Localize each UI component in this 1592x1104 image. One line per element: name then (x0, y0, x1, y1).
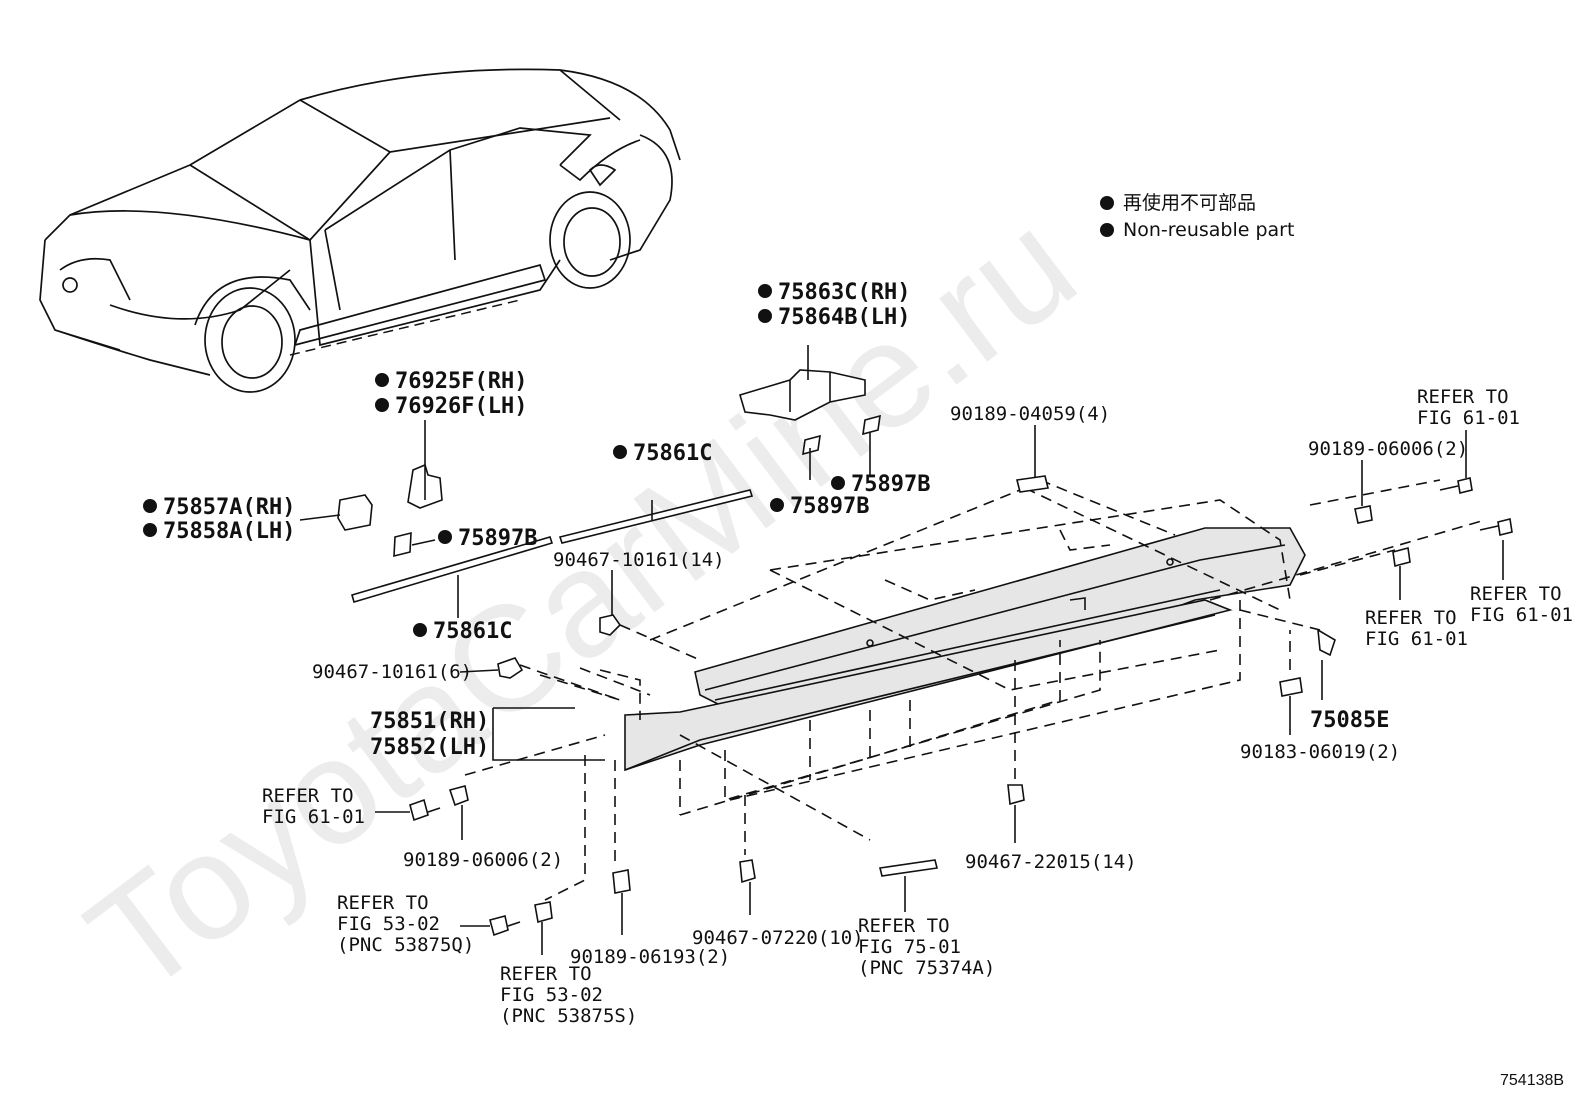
ref-3-line2: FIG 61-01 (1365, 628, 1468, 650)
legend-dot-icon (1100, 196, 1114, 210)
label-75851: 75851(RH) (370, 709, 489, 734)
label-75863c: 75863C(RH) (778, 280, 910, 305)
legend-en: Non-reusable part (1123, 219, 1294, 241)
ref-4-line1: REFER TO (262, 785, 354, 807)
label-75857a: 75857A(RH) (163, 495, 295, 520)
ref-1-line2: FIG 61-01 (1417, 407, 1520, 429)
label-76926f: 76926F(LH) (395, 394, 527, 419)
non-reusable-dot-icon (143, 499, 157, 513)
label-75897b-c: 75897B (458, 526, 537, 551)
ref-4-line2: FIG 61-01 (262, 806, 365, 828)
ref-6-line1: REFER TO (500, 963, 592, 985)
label-90467-07220: 90467-07220(10) (692, 927, 864, 949)
label-75858a: 75858A(LH) (163, 519, 295, 544)
label-75897b-a: 75897B (851, 472, 930, 497)
reference-labels: REFER TO FIG 61-01 REFER TO FIG 61-01 RE… (262, 386, 1573, 1027)
ref-5-line2: FIG 53-02 (337, 913, 440, 935)
rocker-panel (624, 527, 1306, 772)
ref-6-line3: (PNC 53875S) (500, 1005, 637, 1027)
ref-5-line3: (PNC 53875Q) (337, 934, 474, 956)
non-reusable-dot-icon (758, 309, 772, 323)
label-75864b: 75864B(LH) (778, 305, 910, 330)
small-parts (337, 369, 1513, 937)
part-labels: 75863C(RH) 75864B(LH) 76925F(RH) 76926F(… (143, 280, 1468, 968)
ref-2-line2: FIG 61-01 (1470, 604, 1573, 626)
label-90467-10161-6: 90467-10161(6) (312, 661, 472, 683)
label-90467-22015: 90467-22015(14) (965, 851, 1137, 873)
label-75861c-bottom: 75861C (433, 619, 512, 644)
label-90183-06019: 90183-06019(2) (1240, 741, 1400, 763)
ref-7-line1: REFER TO (858, 915, 950, 937)
non-reusable-dot-icon (438, 530, 452, 544)
ref-5-line1: REFER TO (337, 892, 429, 914)
ref-2-line1: REFER TO (1470, 583, 1562, 605)
label-75861c-top: 75861C (633, 441, 712, 466)
label-75897b-b: 75897B (790, 494, 869, 519)
ref-1-line1: REFER TO (1417, 386, 1509, 408)
label-90189-06006-right: 90189-06006(2) (1308, 438, 1468, 460)
non-reusable-dot-icon (758, 284, 772, 298)
ref-6-line2: FIG 53-02 (500, 984, 603, 1006)
label-76925f: 76925F(RH) (395, 369, 527, 394)
dashed-guides (464, 479, 1486, 901)
legend: 再使用不可部品 Non-reusable part (1100, 192, 1294, 241)
legend-jp: 再使用不可部品 (1123, 192, 1256, 214)
figure-id: 754138B (1500, 1072, 1564, 1089)
clip-90189-04059 (1016, 475, 1049, 493)
non-reusable-dot-icon (413, 623, 427, 637)
ref-3-line1: REFER TO (1365, 607, 1457, 629)
non-reusable-dot-icon (831, 476, 845, 490)
label-90467-10161-14: 90467-10161(14) (553, 549, 725, 571)
non-reusable-dot-icon (143, 523, 157, 537)
ref-7-line3: (PNC 75374A) (858, 957, 995, 979)
non-reusable-dot-icon (375, 373, 389, 387)
label-75085e: 75085E (1310, 708, 1389, 733)
legend-dot-icon (1100, 223, 1114, 237)
non-reusable-dot-icon (613, 445, 627, 459)
label-90189-06006-left: 90189-06006(2) (403, 849, 563, 871)
non-reusable-dot-icon (375, 398, 389, 412)
bracket-75863c-shape (739, 369, 866, 421)
ref-7-line2: FIG 75-01 (858, 936, 961, 958)
non-reusable-dot-icon (770, 498, 784, 512)
leader-lines (299, 345, 1504, 955)
label-90189-06193: 90189-06193(2) (570, 946, 730, 968)
label-75852: 75852(LH) (370, 735, 489, 760)
label-90189-04059: 90189-04059(4) (950, 403, 1110, 425)
car-illustration (39, 68, 681, 393)
